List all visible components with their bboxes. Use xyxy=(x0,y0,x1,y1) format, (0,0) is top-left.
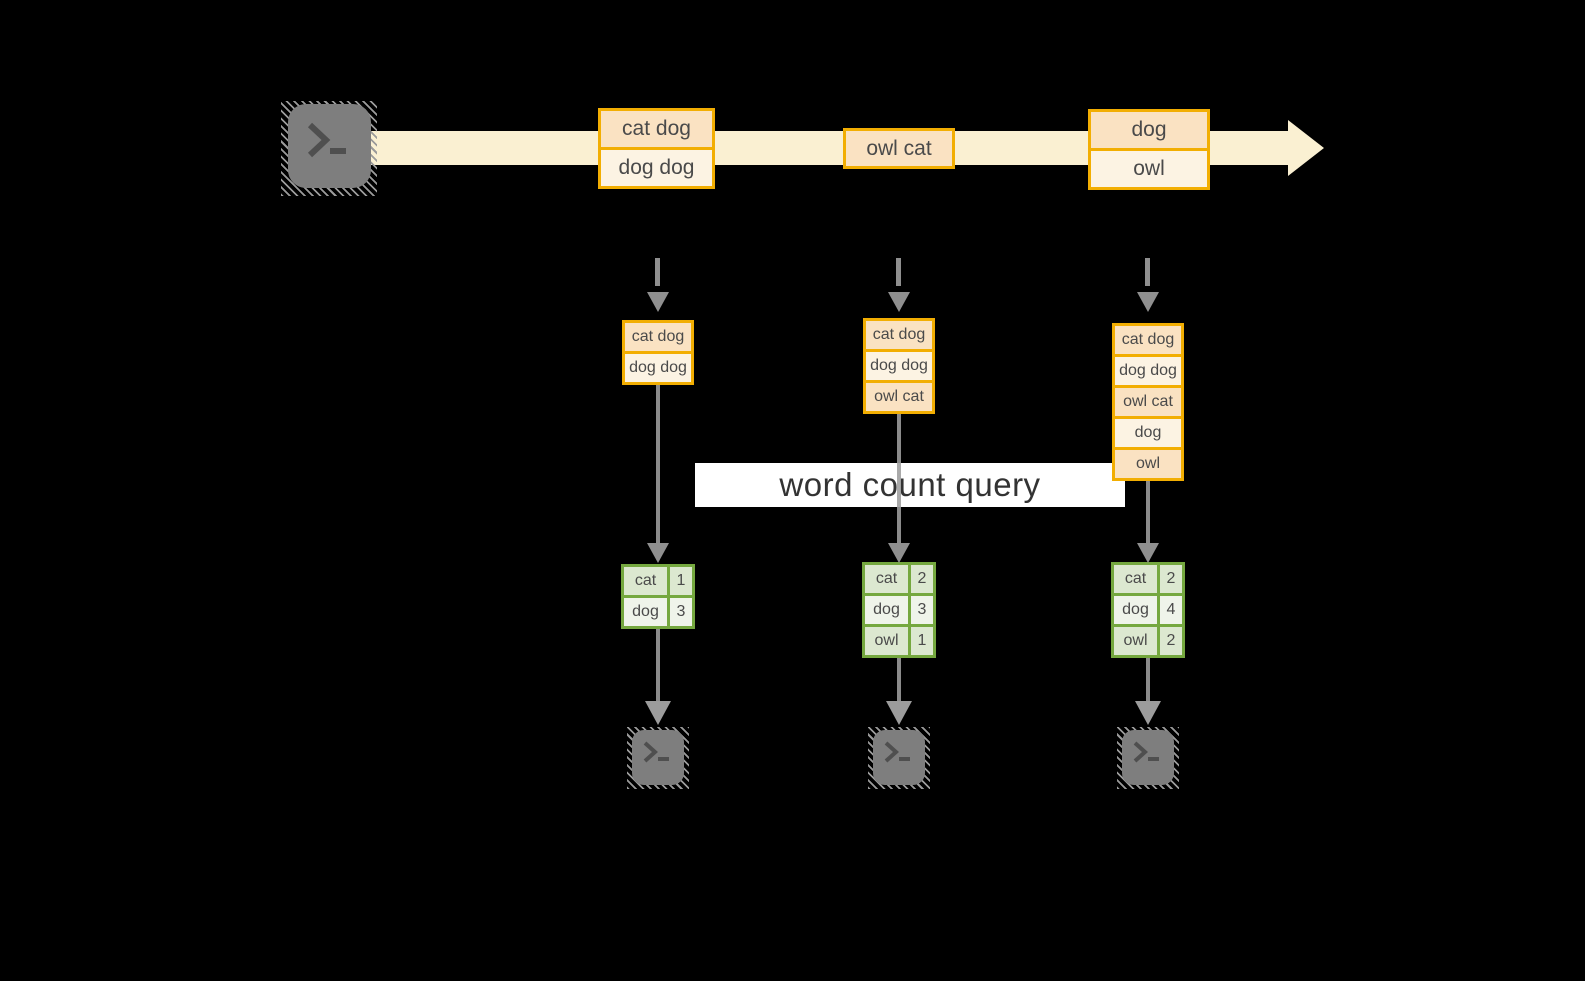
dashed-arrow-line xyxy=(655,258,660,286)
word-cell: dog xyxy=(865,596,908,624)
stream-record: dog owl xyxy=(1088,109,1210,190)
stream-record: cat dog dog dog xyxy=(598,108,715,189)
connector-line xyxy=(897,658,901,701)
buffer-stack: cat dog dog dog owl cat xyxy=(863,318,935,414)
prompt-icon xyxy=(1133,741,1159,763)
sink-terminal-icon xyxy=(868,727,930,789)
dashed-arrowhead-icon xyxy=(888,292,910,312)
word-cell: owl xyxy=(1114,627,1157,655)
connector-line xyxy=(897,414,901,543)
word-cell: cat xyxy=(1114,565,1157,593)
buffer-line: dog xyxy=(1115,419,1181,447)
count-cell: 3 xyxy=(911,596,933,624)
record-line: dog xyxy=(1091,112,1207,148)
count-cell: 1 xyxy=(670,567,692,595)
arrowhead-icon xyxy=(888,543,910,563)
connector-line xyxy=(1146,481,1150,543)
record-line: owl xyxy=(1091,151,1207,187)
query-banner: word count query xyxy=(695,463,1125,507)
arrowhead-icon xyxy=(1137,543,1159,563)
terminal-body xyxy=(873,730,925,785)
dashed-arrow-line xyxy=(896,258,901,286)
record-line: dog dog xyxy=(601,150,712,186)
count-table: cat 1 dog 3 xyxy=(621,564,695,629)
arrowhead-icon xyxy=(645,701,671,725)
record-line: owl cat xyxy=(846,131,952,166)
count-cell: 4 xyxy=(1160,596,1182,624)
terminal-body xyxy=(632,730,684,785)
word-cell: cat xyxy=(865,565,908,593)
buffer-line: dog dog xyxy=(625,354,691,382)
query-banner-label: word count query xyxy=(779,466,1041,503)
connector-line xyxy=(1146,658,1150,701)
word-cell: dog xyxy=(624,598,667,626)
word-cell: dog xyxy=(1114,596,1157,624)
count-table: cat 2 dog 4 owl 2 xyxy=(1111,562,1185,658)
record-line: cat dog xyxy=(601,111,712,147)
table-row: cat 2 xyxy=(1114,565,1182,593)
dashed-arrowhead-icon xyxy=(647,292,669,312)
arrowhead-icon xyxy=(886,701,912,725)
terminal-body xyxy=(288,104,371,188)
buffer-line: cat dog xyxy=(1115,326,1181,354)
sink-terminal-icon xyxy=(627,727,689,789)
word-cell: cat xyxy=(624,567,667,595)
count-cell: 3 xyxy=(670,598,692,626)
word-cell: owl xyxy=(865,627,908,655)
buffer-stack: cat dog dog dog xyxy=(622,320,694,385)
sink-terminal-icon xyxy=(1117,727,1179,789)
prompt-icon xyxy=(884,741,910,763)
prompt-icon xyxy=(307,122,346,158)
buffer-line: cat dog xyxy=(625,323,691,351)
dashed-arrow-line xyxy=(1145,258,1150,286)
stream-record: owl cat xyxy=(843,128,955,169)
buffer-line: owl cat xyxy=(866,383,932,411)
connector-line xyxy=(656,629,660,701)
connector-line xyxy=(656,385,660,543)
buffer-line: dog dog xyxy=(1115,357,1181,385)
buffer-line: owl xyxy=(1115,450,1181,478)
dashed-arrowhead-icon xyxy=(1137,292,1159,312)
source-terminal-icon xyxy=(281,101,377,196)
table-row: cat 2 xyxy=(865,565,933,593)
table-row: cat 1 xyxy=(624,567,692,595)
count-table: cat 2 dog 3 owl 1 xyxy=(862,562,936,658)
arrowhead-icon xyxy=(1135,701,1161,725)
table-row: dog 3 xyxy=(624,598,692,626)
count-cell: 2 xyxy=(1160,627,1182,655)
buffer-stack: cat dog dog dog owl cat dog owl xyxy=(1112,323,1184,481)
count-cell: 2 xyxy=(911,565,933,593)
table-row: owl 1 xyxy=(865,627,933,655)
stream-arrowhead-icon xyxy=(1288,120,1324,176)
prompt-icon xyxy=(643,741,669,763)
table-row: dog 4 xyxy=(1114,596,1182,624)
table-row: owl 2 xyxy=(1114,627,1182,655)
count-cell: 2 xyxy=(1160,565,1182,593)
count-cell: 1 xyxy=(911,627,933,655)
buffer-line: dog dog xyxy=(866,352,932,380)
buffer-line: cat dog xyxy=(866,321,932,349)
buffer-line: owl cat xyxy=(1115,388,1181,416)
terminal-body xyxy=(1122,730,1174,785)
table-row: dog 3 xyxy=(865,596,933,624)
arrowhead-icon xyxy=(647,543,669,563)
